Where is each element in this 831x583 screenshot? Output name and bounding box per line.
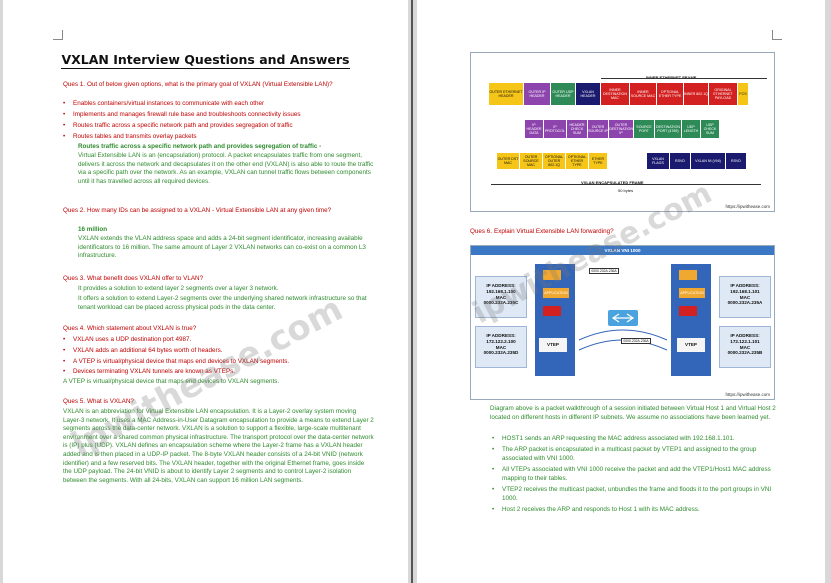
step-1: HOST1 sends an ARP requesting the MAC ad… (492, 435, 787, 444)
row3-cell: OUTER DST MAC (497, 153, 519, 169)
q3-answer-1: It provides a solution to extend layer 2… (78, 285, 279, 292)
row1-cell: INNER DESTINATION MAC (601, 83, 629, 105)
q1-option-4: Routes tables and transmits overlay pack… (63, 133, 373, 142)
left-page: VXLAN Interview Questions and Answers Qu… (3, 0, 408, 583)
row1-cell: OPTIONAL ETHER TYPE (657, 83, 683, 105)
right-vm-top (679, 270, 697, 280)
crop-mark (772, 30, 782, 40)
row2-cell: OUTER SOURCE IP (588, 120, 608, 138)
q4-option-4: Devices terminating VXLAN tunnels are kn… (63, 368, 373, 377)
row2-cell: HEADER CHECK SUM (567, 120, 587, 138)
row2-cell: UDP LENGTH (682, 120, 700, 138)
row1-cell: FCS (738, 83, 748, 105)
question-5: Ques 5.What is VXLAN? (63, 398, 134, 405)
left-app-label: APPLICATION (543, 288, 569, 298)
q1-explanation: Virtual Extensible LAN is an (encapsulat… (78, 152, 374, 185)
row1-cell: INNER SOURCE MAC (630, 83, 656, 105)
left-os-block (543, 306, 561, 316)
q4-option-1: VXLAN uses a UDP destination port 4987. (63, 336, 373, 345)
walkthrough-description: Diagram above is a packet walkthrough of… (490, 405, 776, 421)
row2-cell: UDP CHECK SUM (701, 120, 719, 138)
step-3: All VTEPs associated with VNI 1000 recei… (492, 466, 787, 483)
q2-answer: 16 million (78, 226, 108, 233)
row2-cell: IP PROTOCOL (544, 120, 566, 138)
row1-cell: INNER 802.1Q (684, 83, 708, 105)
row2-cell: DESTINATION PORT (4789) (655, 120, 681, 138)
row3-cell: ETHER TYPE (589, 153, 607, 169)
mac-label-1: 0000.232A.236A (589, 268, 619, 274)
row2-cell: SOURCE PORT (634, 120, 654, 138)
vxlan-frame-diagram: INNER ETHERNET FRAME OUTER ETHERNET HEAD… (470, 52, 775, 212)
question-1: Ques 1.Out of below given options, what … (63, 81, 333, 88)
right-os-block (679, 306, 697, 316)
network-cloud (578, 310, 668, 351)
q4-option-3: A VTEP is virtual/physical device that m… (63, 358, 373, 367)
row4-cell: RSVD (670, 153, 690, 169)
bytes-label: 50 bytes (618, 188, 634, 193)
q2-explanation: VXLAN extends the VLAN address space and… (78, 235, 366, 260)
left-server (535, 264, 575, 376)
row1-cell: OUTER IP HEADER (524, 83, 550, 105)
mac-label-2: 0000.232A.236A (621, 338, 651, 344)
row4-cell: VXLAN FLAGS (647, 153, 669, 169)
row1-cell: VXLAN HEADER (576, 83, 600, 105)
right-vtep: VTEP (677, 338, 705, 352)
q1-option-1: Enables containers/virtual instances to … (63, 100, 373, 109)
row4-cell: RSVD (726, 153, 746, 169)
left-vtep: VTEP (539, 338, 567, 352)
q1-option-3: Routes traffic across a specific network… (63, 122, 373, 131)
q4-answer: A VTEP is virtual/physical device that m… (63, 378, 280, 385)
step-2: The ARP packet is encapsulated in a mult… (492, 446, 787, 463)
left-vm-top (543, 270, 561, 280)
row2-cell: OUTER DESTINATION IP (609, 120, 633, 138)
row1-cell: ORIGINAL ETHERNET PAYLOAD (709, 83, 737, 105)
row3-cell: OPTIONAL OUTER 802.1Q (543, 153, 565, 169)
document-title: VXLAN Interview Questions and Answers (61, 52, 350, 69)
diagram2-title: VXLAN VNI 1000 (471, 246, 774, 255)
question-3: Ques 3.What benefit does VXLAN offer to … (63, 275, 204, 282)
right-app-label: APPLICATION (679, 288, 705, 298)
outer-frame-label: VXLAN ENCAPSULATED FRAME (581, 180, 644, 185)
row3-cell: OUTER SOURCE MAC (520, 153, 542, 169)
inner-frame-label: INNER ETHERNET FRAME (646, 75, 696, 80)
row2-cell: IP HEADER DATA (525, 120, 543, 138)
right-page: INNER ETHERNET FRAME OUTER ETHERNET HEAD… (417, 0, 825, 583)
crop-mark (53, 30, 63, 40)
diagram2-url: https://ipwithease.com (725, 392, 770, 397)
question-4: Ques 4.Which statement about VXLAN is tr… (63, 325, 197, 332)
q4-option-2: VXLAN adds an additional 64 bytes worth … (63, 347, 373, 356)
right-server (671, 264, 711, 376)
row1-cell: OUTER ETHERNET HEADER (489, 83, 523, 105)
q3-answer-2: It offers a solution to extend Layer-2 s… (78, 295, 367, 311)
q1-option-2: Implements and manages firewall rule bas… (63, 111, 373, 120)
diagram1-url: https://ipwithease.com (725, 204, 770, 209)
question-2: Ques 2.How many IDs can be assigned to a… (63, 207, 332, 214)
step-5: Host 2 receives the ARP and responds to … (492, 506, 787, 515)
q5-explanation: VXLAN is an abbreviation for Virtual Ext… (63, 408, 374, 484)
question-6: Ques 6.Explain Virtual Extensible LAN fo… (470, 228, 614, 235)
row3-cell: OPTIONAL ETHER TYPE (566, 153, 588, 169)
row4-cell: VXLAN NI (VNI) (691, 153, 725, 169)
q1-answer: Routes traffic across a specific network… (78, 143, 322, 150)
row1-cell: OUTER UDP HEADER (551, 83, 575, 105)
page-gutter (411, 0, 413, 583)
step-4: VTEP2 receives the multicast packet, unb… (492, 486, 787, 503)
